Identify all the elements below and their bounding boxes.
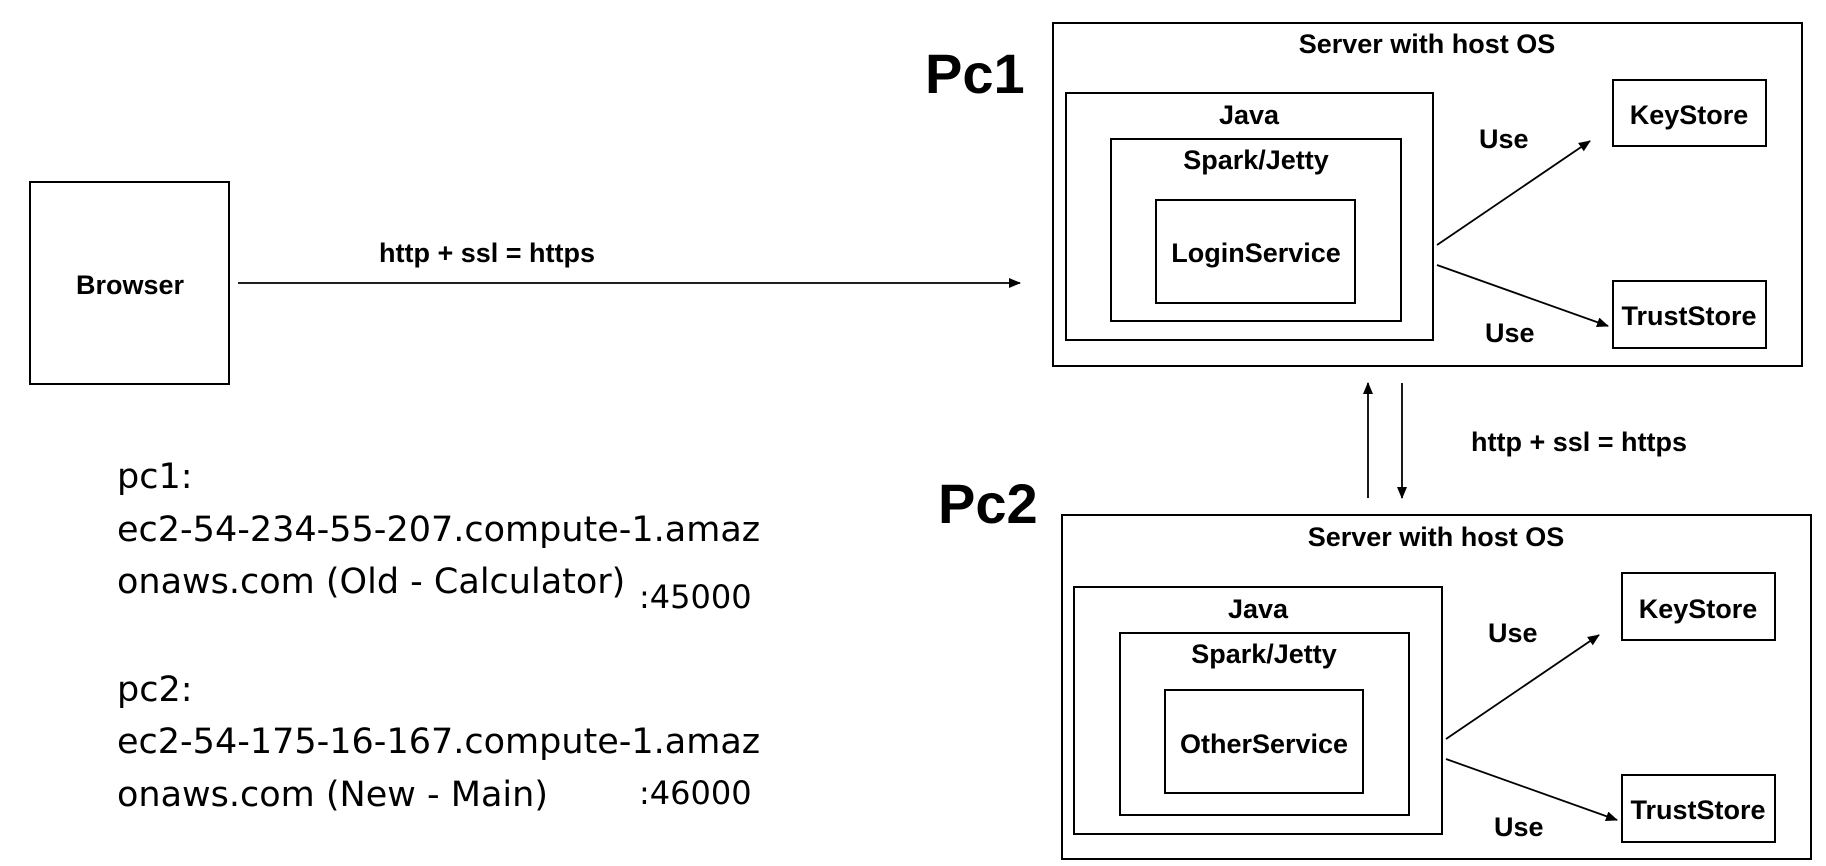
- pc2-truststore-label: TrustStore: [1630, 795, 1765, 825]
- pc2-server: Server with host OS Java Spark/Jetty Oth…: [1061, 514, 1812, 860]
- pc1-title: Pc1: [925, 42, 1025, 105]
- pc1-truststore-box: [1612, 280, 1767, 349]
- pc2-truststore-arrow: [1445, 758, 1618, 822]
- pc1-keystore-arrow: [1436, 140, 1591, 246]
- pc1-truststore-arrow: [1436, 264, 1609, 328]
- pc1-keystore-label: KeyStore: [1630, 100, 1749, 130]
- pc1-server: Server with host OS Java Spark/Jetty Log…: [1052, 22, 1803, 367]
- pc1-note-label: pc1:: [117, 457, 193, 497]
- pc2-server-label: Server with host OS: [1308, 522, 1565, 552]
- pc2-service-box: [1164, 689, 1364, 794]
- pc2-port: :46000: [639, 774, 752, 812]
- pc2-keystore-label: KeyStore: [1639, 594, 1758, 624]
- pc2-host-line1: ec2-54-175-16-167.compute-1.amaz: [117, 722, 760, 762]
- pc2-host-line2: onaws.com (New - Main): [117, 775, 548, 815]
- pc2-title: Pc2: [938, 472, 1038, 535]
- host-notes: pc1: ec2-54-234-55-207.compute-1.amaz on…: [117, 457, 760, 815]
- pc1-use-top: Use: [1479, 124, 1529, 154]
- pc1-service-box: [1155, 199, 1356, 304]
- pc2-keystore-box: [1621, 572, 1776, 641]
- pc1-to-pc2-label: http + ssl = https: [1471, 427, 1687, 457]
- browser-label: Browser: [76, 270, 185, 300]
- pc1-service-label: LoginService: [1171, 238, 1341, 268]
- pc2-truststore-box: [1621, 774, 1776, 843]
- pc2-service-label: OtherService: [1180, 729, 1348, 759]
- pc1-java-label: Java: [1219, 100, 1280, 130]
- browser-to-pc1-label: http + ssl = https: [379, 238, 595, 268]
- browser-node: Browser: [29, 181, 230, 385]
- pc1-truststore-label: TrustStore: [1621, 301, 1756, 331]
- pc1-keystore-box: [1612, 79, 1767, 147]
- pc2-framework-label: Spark/Jetty: [1191, 639, 1337, 669]
- pc2-java-label: Java: [1228, 594, 1289, 624]
- pc1-server-label: Server with host OS: [1299, 29, 1556, 59]
- pc1-host-line1: ec2-54-234-55-207.compute-1.amaz: [117, 510, 760, 550]
- pc1-framework-label: Spark/Jetty: [1183, 145, 1329, 175]
- pc1-use-bottom: Use: [1485, 318, 1535, 348]
- pc2-use-top: Use: [1488, 618, 1538, 648]
- pc2-use-bottom: Use: [1494, 812, 1544, 842]
- pc2-keystore-arrow: [1445, 634, 1600, 740]
- pc1-port: :45000: [639, 578, 752, 616]
- pc2-note-label: pc2:: [117, 670, 193, 710]
- pc1-host-line2: onaws.com (Old - Calculator): [117, 562, 625, 602]
